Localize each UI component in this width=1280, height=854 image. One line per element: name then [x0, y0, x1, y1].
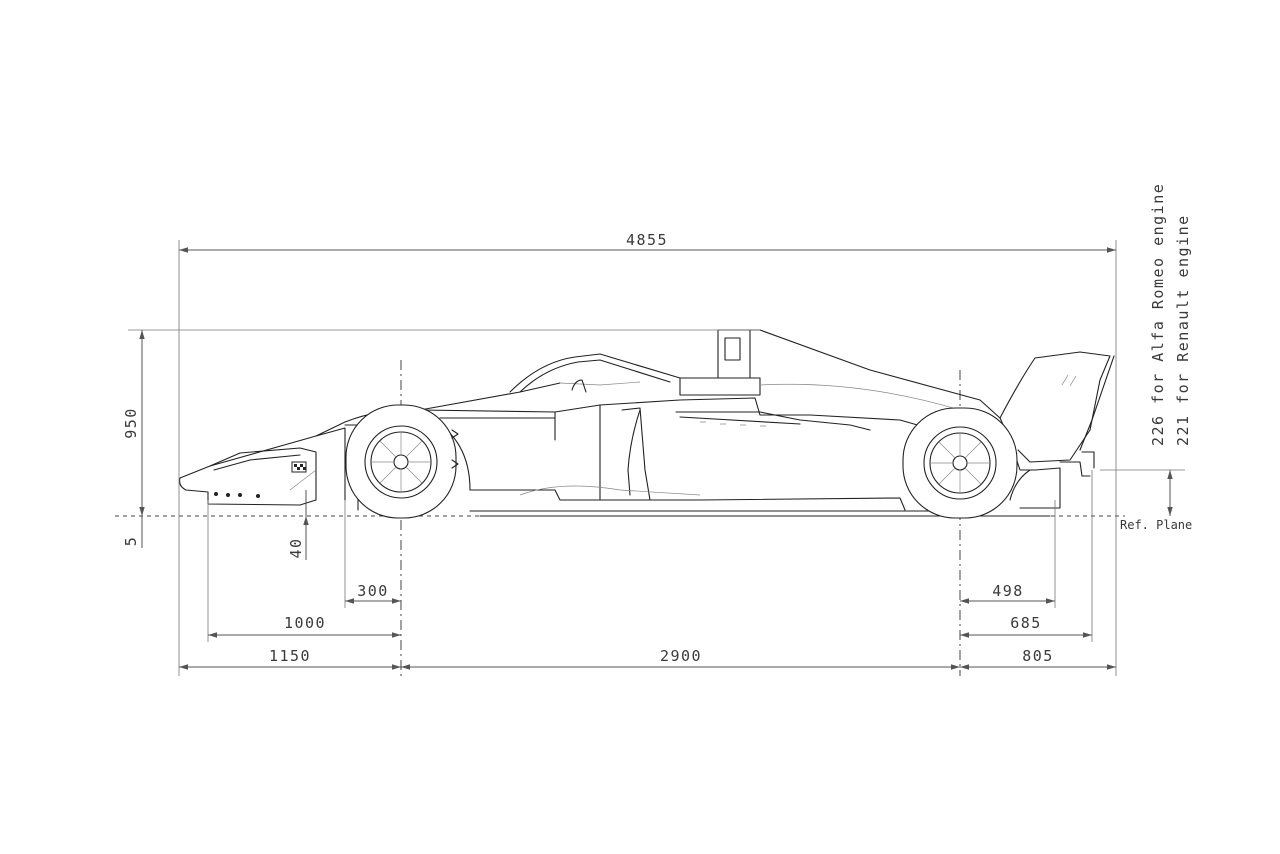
- overall-height-label: 950: [122, 407, 140, 439]
- dim-300-label: 300: [357, 582, 389, 600]
- reference-plane-label: Ref. Plane: [1120, 518, 1192, 532]
- overall-length-label: 4855: [626, 231, 668, 249]
- dim-1150-label: 1150: [269, 647, 311, 665]
- nose-height-label: 40: [287, 537, 305, 558]
- extension-lines: [128, 240, 1185, 676]
- rear-wheel: [902, 407, 1018, 519]
- ground-clearance-label: 5: [122, 536, 140, 547]
- dim-1000-label: 1000: [284, 614, 326, 632]
- dim-rear-overhang-label: 805: [1022, 647, 1054, 665]
- dim-685-label: 685: [1010, 614, 1042, 632]
- car-outline: [179, 329, 1115, 519]
- note-renault: 221 for Renault engine: [1174, 214, 1192, 446]
- dim-wheelbase-label: 2900: [660, 647, 702, 665]
- note-alfa-romeo: 226 for Alfa Romeo engine: [1149, 183, 1167, 446]
- dim-498-label: 498: [992, 582, 1024, 600]
- front-wheel: [345, 404, 457, 519]
